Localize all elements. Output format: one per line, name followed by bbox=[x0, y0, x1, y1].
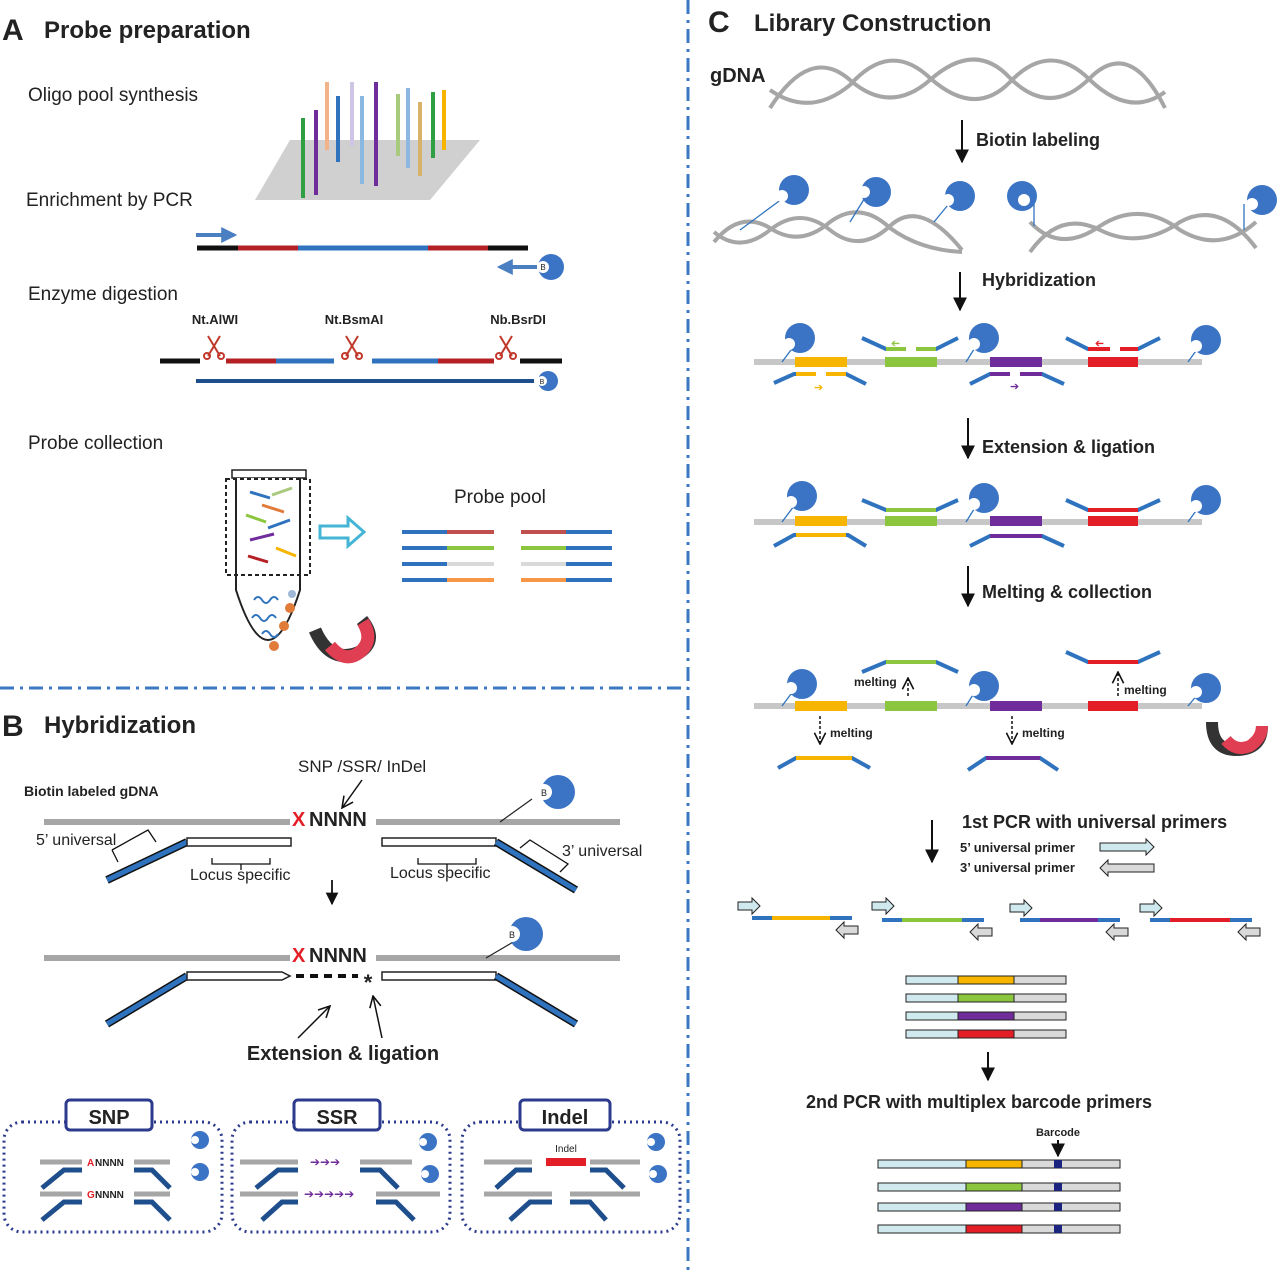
step-hybridization-c: Hybridization bbox=[982, 270, 1096, 290]
svg-text:➔: ➔ bbox=[891, 337, 900, 349]
biotin-gdna-label: Biotin labeled gDNA bbox=[24, 783, 159, 799]
barcode-label: Barcode bbox=[1036, 1127, 1080, 1139]
probe-pool-label: Probe pool bbox=[454, 487, 546, 508]
collection-arrow-icon bbox=[318, 514, 367, 550]
extension-ligation-b: Extension & ligation bbox=[247, 1043, 439, 1065]
panel-a: A Probe preparation Oligo pool synthesis… bbox=[2, 14, 612, 664]
svg-text:➔: ➔ bbox=[1010, 381, 1019, 393]
svg-text:B: B bbox=[541, 788, 547, 798]
tube-icon bbox=[225, 469, 311, 651]
panel-b-letter: B bbox=[2, 710, 24, 743]
panel-b-title: Hybridization bbox=[44, 712, 196, 739]
svg-text:➔➔➔➔➔: ➔➔➔➔➔ bbox=[304, 1187, 354, 1201]
oligo-array bbox=[255, 82, 480, 200]
melting-label-1: melting bbox=[854, 675, 897, 689]
panel-c-title: Library Construction bbox=[754, 10, 991, 37]
primer3-label: 3’ universal primer bbox=[960, 860, 1075, 875]
biotin-bead-digestion: B bbox=[537, 371, 558, 391]
svg-text:NNNN: NNNN bbox=[95, 1158, 124, 1169]
primer5-arrow-icon bbox=[1099, 837, 1155, 857]
step-enrichment-pcr: Enrichment by PCR bbox=[26, 190, 193, 211]
enzyme-2: Nt.BsmAI bbox=[325, 312, 384, 327]
ssr-title: SSR bbox=[316, 1107, 358, 1129]
gdna-helix bbox=[768, 57, 1167, 110]
step-extension-ligation-c: Extension & ligation bbox=[982, 437, 1155, 457]
primer3-arrow-icon bbox=[1099, 858, 1155, 878]
ligation-star: * bbox=[364, 970, 373, 995]
svg-text:B: B bbox=[540, 263, 545, 272]
melting-label-4: melting bbox=[1022, 726, 1065, 740]
indel-title: Indel bbox=[542, 1107, 589, 1129]
snp-title: SNP bbox=[88, 1107, 129, 1129]
panel-c: C Library Construction gDNA Biotin label… bbox=[708, 6, 1277, 1234]
x-mark: X bbox=[292, 809, 306, 831]
biotin-beads-labeled bbox=[739, 175, 1277, 231]
step-biotin-labeling: Biotin labeling bbox=[976, 130, 1100, 150]
step-pcr2: 2nd PCR with multiplex barcode primers bbox=[806, 1092, 1152, 1112]
magnet-icon bbox=[309, 615, 376, 664]
svg-text:NNNN: NNNN bbox=[95, 1190, 124, 1201]
svg-text:➔: ➔ bbox=[814, 382, 823, 394]
library-stack-2 bbox=[877, 1159, 1121, 1234]
pcr-template bbox=[196, 227, 537, 275]
x-mark-2: X bbox=[292, 945, 306, 967]
panel-a-title: Probe preparation bbox=[44, 17, 251, 44]
digestion-fragments bbox=[160, 358, 562, 383]
ssr-box: SSR ➔➔➔ ➔➔➔➔➔ bbox=[230, 1098, 452, 1234]
gdna-label: gDNA bbox=[710, 65, 766, 87]
five-universal-label: 5’ universal bbox=[36, 832, 116, 849]
step-melting-collection: Melting & collection bbox=[982, 582, 1152, 602]
enzyme-3: Nb.BsrDI bbox=[490, 312, 546, 327]
panel-c-letter: C bbox=[708, 6, 730, 39]
panel-dividers bbox=[0, 0, 690, 1275]
primer5-label: 5’ universal primer bbox=[960, 840, 1075, 855]
svg-text:➔➔➔: ➔➔➔ bbox=[310, 1155, 340, 1169]
svg-text:A: A bbox=[87, 1158, 94, 1169]
step-enzyme-digestion: Enzyme digestion bbox=[28, 284, 178, 305]
pcr1-products bbox=[737, 896, 1261, 942]
svg-text:➔: ➔ bbox=[1095, 337, 1104, 349]
melting-label-3: melting bbox=[830, 726, 873, 740]
probe-pool bbox=[402, 530, 612, 582]
svg-text:B: B bbox=[540, 379, 545, 386]
step-pcr1: 1st PCR with universal primers bbox=[962, 812, 1227, 832]
locus-specific-right: Locus specific bbox=[390, 865, 491, 882]
biotin-bead-b2: B bbox=[485, 917, 543, 959]
nnnn-label-2: NNNN bbox=[309, 945, 367, 967]
biotin-bead-b1: B bbox=[499, 775, 575, 823]
step-probe-collection: Probe collection bbox=[28, 433, 163, 454]
three-universal-label: 3’ universal bbox=[562, 843, 642, 860]
panel-b: B Hybridization Biotin labeled gDNA SNP … bbox=[2, 710, 682, 1234]
panel-a-letter: A bbox=[2, 14, 24, 47]
labeled-gdna bbox=[712, 210, 1258, 254]
ext-row bbox=[754, 481, 1221, 548]
snp-box: SNP A NNNN G NNNN bbox=[2, 1098, 224, 1234]
svg-text:Indel: Indel bbox=[555, 1144, 577, 1155]
variant-label: SNP /SSR/ InDel bbox=[298, 757, 426, 776]
svg-text:G: G bbox=[87, 1190, 95, 1201]
step-oligo-pool: Oligo pool synthesis bbox=[28, 85, 198, 106]
melting-label-2: melting bbox=[1124, 683, 1167, 697]
indel-box: Indel Indel bbox=[460, 1098, 682, 1234]
hyb-row: ➔ ➔ ➔ ➔ bbox=[754, 323, 1221, 394]
library-stack-1 bbox=[905, 975, 1067, 1039]
scissors-icon bbox=[203, 335, 517, 360]
locus-specific-left: Locus specific bbox=[190, 867, 291, 884]
enzyme-1: Nt.AlWI bbox=[192, 312, 238, 327]
svg-text:B: B bbox=[509, 930, 515, 940]
biotin-bead-pcr: B bbox=[537, 254, 564, 280]
nnnn-label: NNNN bbox=[309, 809, 367, 831]
melt-row: melting melting melting melting bbox=[754, 650, 1268, 772]
